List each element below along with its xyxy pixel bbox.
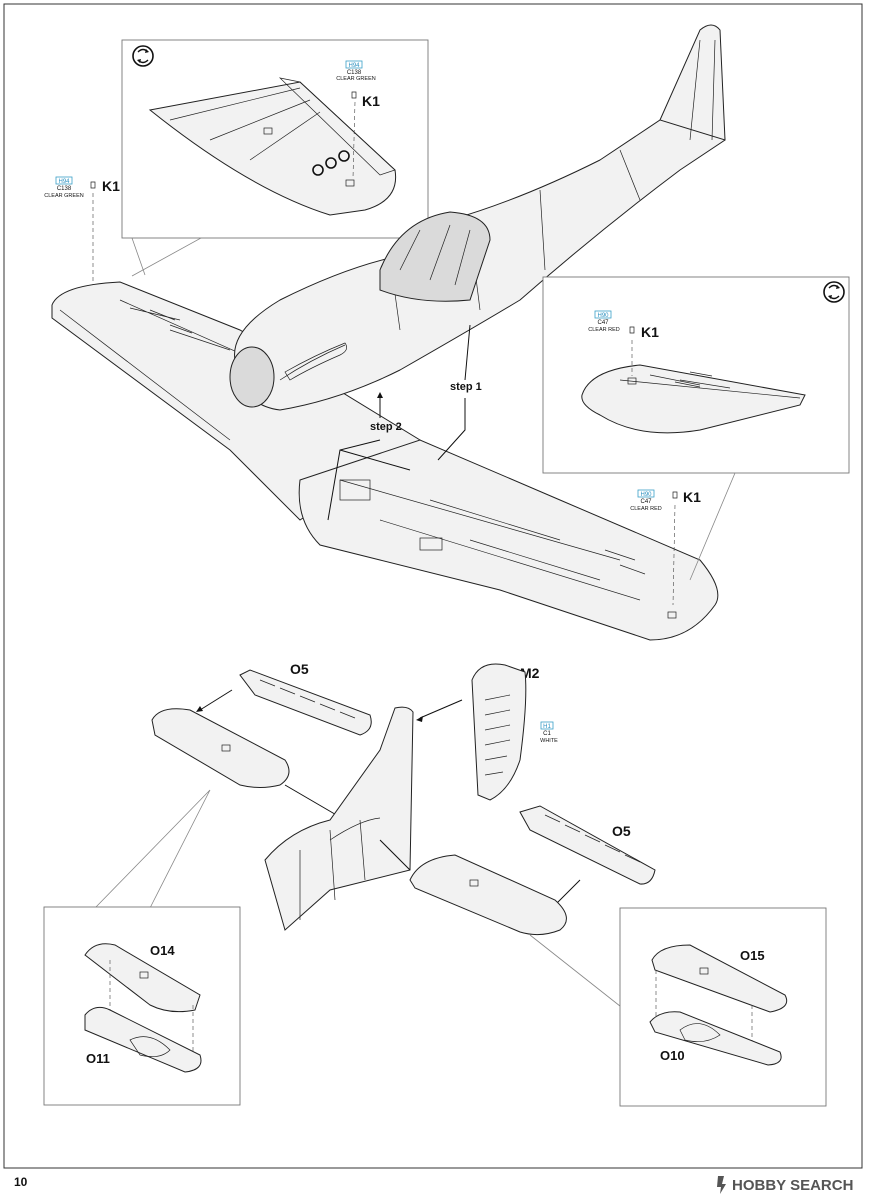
part-o15-label: O15 xyxy=(740,948,765,963)
inset-frame xyxy=(43,906,241,1106)
light-lens-icon xyxy=(90,181,96,189)
left-wing xyxy=(51,281,421,521)
paint-code-c: C138 xyxy=(347,70,362,76)
vertical-fin xyxy=(659,24,726,141)
paint-code-c: C138 xyxy=(57,186,72,192)
part-o14-label: O14 xyxy=(150,943,175,958)
paint-callout-left: H94 C138 CLEAR GREEN xyxy=(44,176,84,199)
step-2-label: step 2 xyxy=(370,421,402,433)
rudder-m2 xyxy=(471,663,527,801)
part-o10 xyxy=(649,1011,782,1066)
canopy xyxy=(379,211,491,302)
paint-code-h: H1 xyxy=(543,724,551,730)
inset-wing-part xyxy=(148,81,397,216)
watermark-text: HOBBY SEARCH xyxy=(732,1177,853,1194)
inset-left-stabilizer: O14 O11 xyxy=(43,789,241,1106)
inset-frame xyxy=(619,907,827,1107)
part-o5-right-label: O5 xyxy=(612,823,631,839)
cowling-intake xyxy=(229,346,275,408)
stabilizer-left xyxy=(151,708,290,788)
elevator-o5-left xyxy=(239,669,372,736)
paint-callout: H94 C138 CLEAR GREEN xyxy=(336,60,376,82)
inset-wingtip-red: H90 C47 CLEAR RED K1 xyxy=(542,276,850,581)
paint-name: CLEAR RED xyxy=(588,327,620,333)
part-o15 xyxy=(651,944,788,1013)
step-1-label: step 1 xyxy=(450,381,482,393)
paint-callout-right: H90 C47 CLEAR RED xyxy=(630,489,662,512)
rotate-view-icon xyxy=(132,45,154,67)
rotate-view-icon xyxy=(823,281,845,303)
paint-code-h: H90 xyxy=(640,492,652,498)
paint-code-c: C47 xyxy=(640,499,652,505)
paint-name: WHITE xyxy=(540,738,558,744)
part-o11-label: O11 xyxy=(86,1051,110,1066)
paint-code-h: H94 xyxy=(58,179,70,185)
paint-code-h: H90 xyxy=(597,313,609,319)
light-lens-icon xyxy=(629,326,635,334)
part-label: K1 xyxy=(641,324,659,340)
tail-assembly: O5 M2 H1 C1 WHITE O5 xyxy=(151,661,656,936)
paint-name: CLEAR RED xyxy=(630,506,662,512)
paint-code-c: C47 xyxy=(597,320,609,326)
part-label: K1 xyxy=(102,178,120,194)
part-label: K1 xyxy=(683,489,701,505)
part-o10-label: O10 xyxy=(660,1048,685,1063)
rudder-paint-callout: H1 C1 WHITE xyxy=(540,721,558,744)
page-number: 10 xyxy=(14,1175,28,1189)
paint-code-c: C1 xyxy=(543,731,551,737)
paint-name: CLEAR GREEN xyxy=(336,76,375,82)
part-label: K1 xyxy=(362,93,380,109)
paint-callout: H90 C47 CLEAR RED xyxy=(588,310,620,333)
paint-code-h: H94 xyxy=(348,63,360,69)
main-aircraft-view: H94 C138 CLEAR GREEN K1 H90 xyxy=(44,24,726,641)
inset-right-stabilizer: O15 O10 xyxy=(529,907,827,1107)
watermark: HOBBY SEARCH xyxy=(717,1176,853,1194)
page-border xyxy=(3,3,863,1169)
inset-wingtip-green: H94 C138 CLEAR GREEN K1 xyxy=(121,39,429,277)
right-wing xyxy=(298,439,719,641)
elevator-o5-right xyxy=(519,805,656,885)
part-o11 xyxy=(84,1006,202,1073)
light-lens-icon xyxy=(351,91,357,99)
light-lens-icon xyxy=(672,491,678,499)
paint-name: CLEAR GREEN xyxy=(44,193,83,199)
rear-fuselage xyxy=(264,706,414,931)
part-o5-left-label: O5 xyxy=(290,661,309,677)
hobby-search-logo-icon xyxy=(717,1176,726,1194)
stabilizer-right xyxy=(409,854,567,936)
